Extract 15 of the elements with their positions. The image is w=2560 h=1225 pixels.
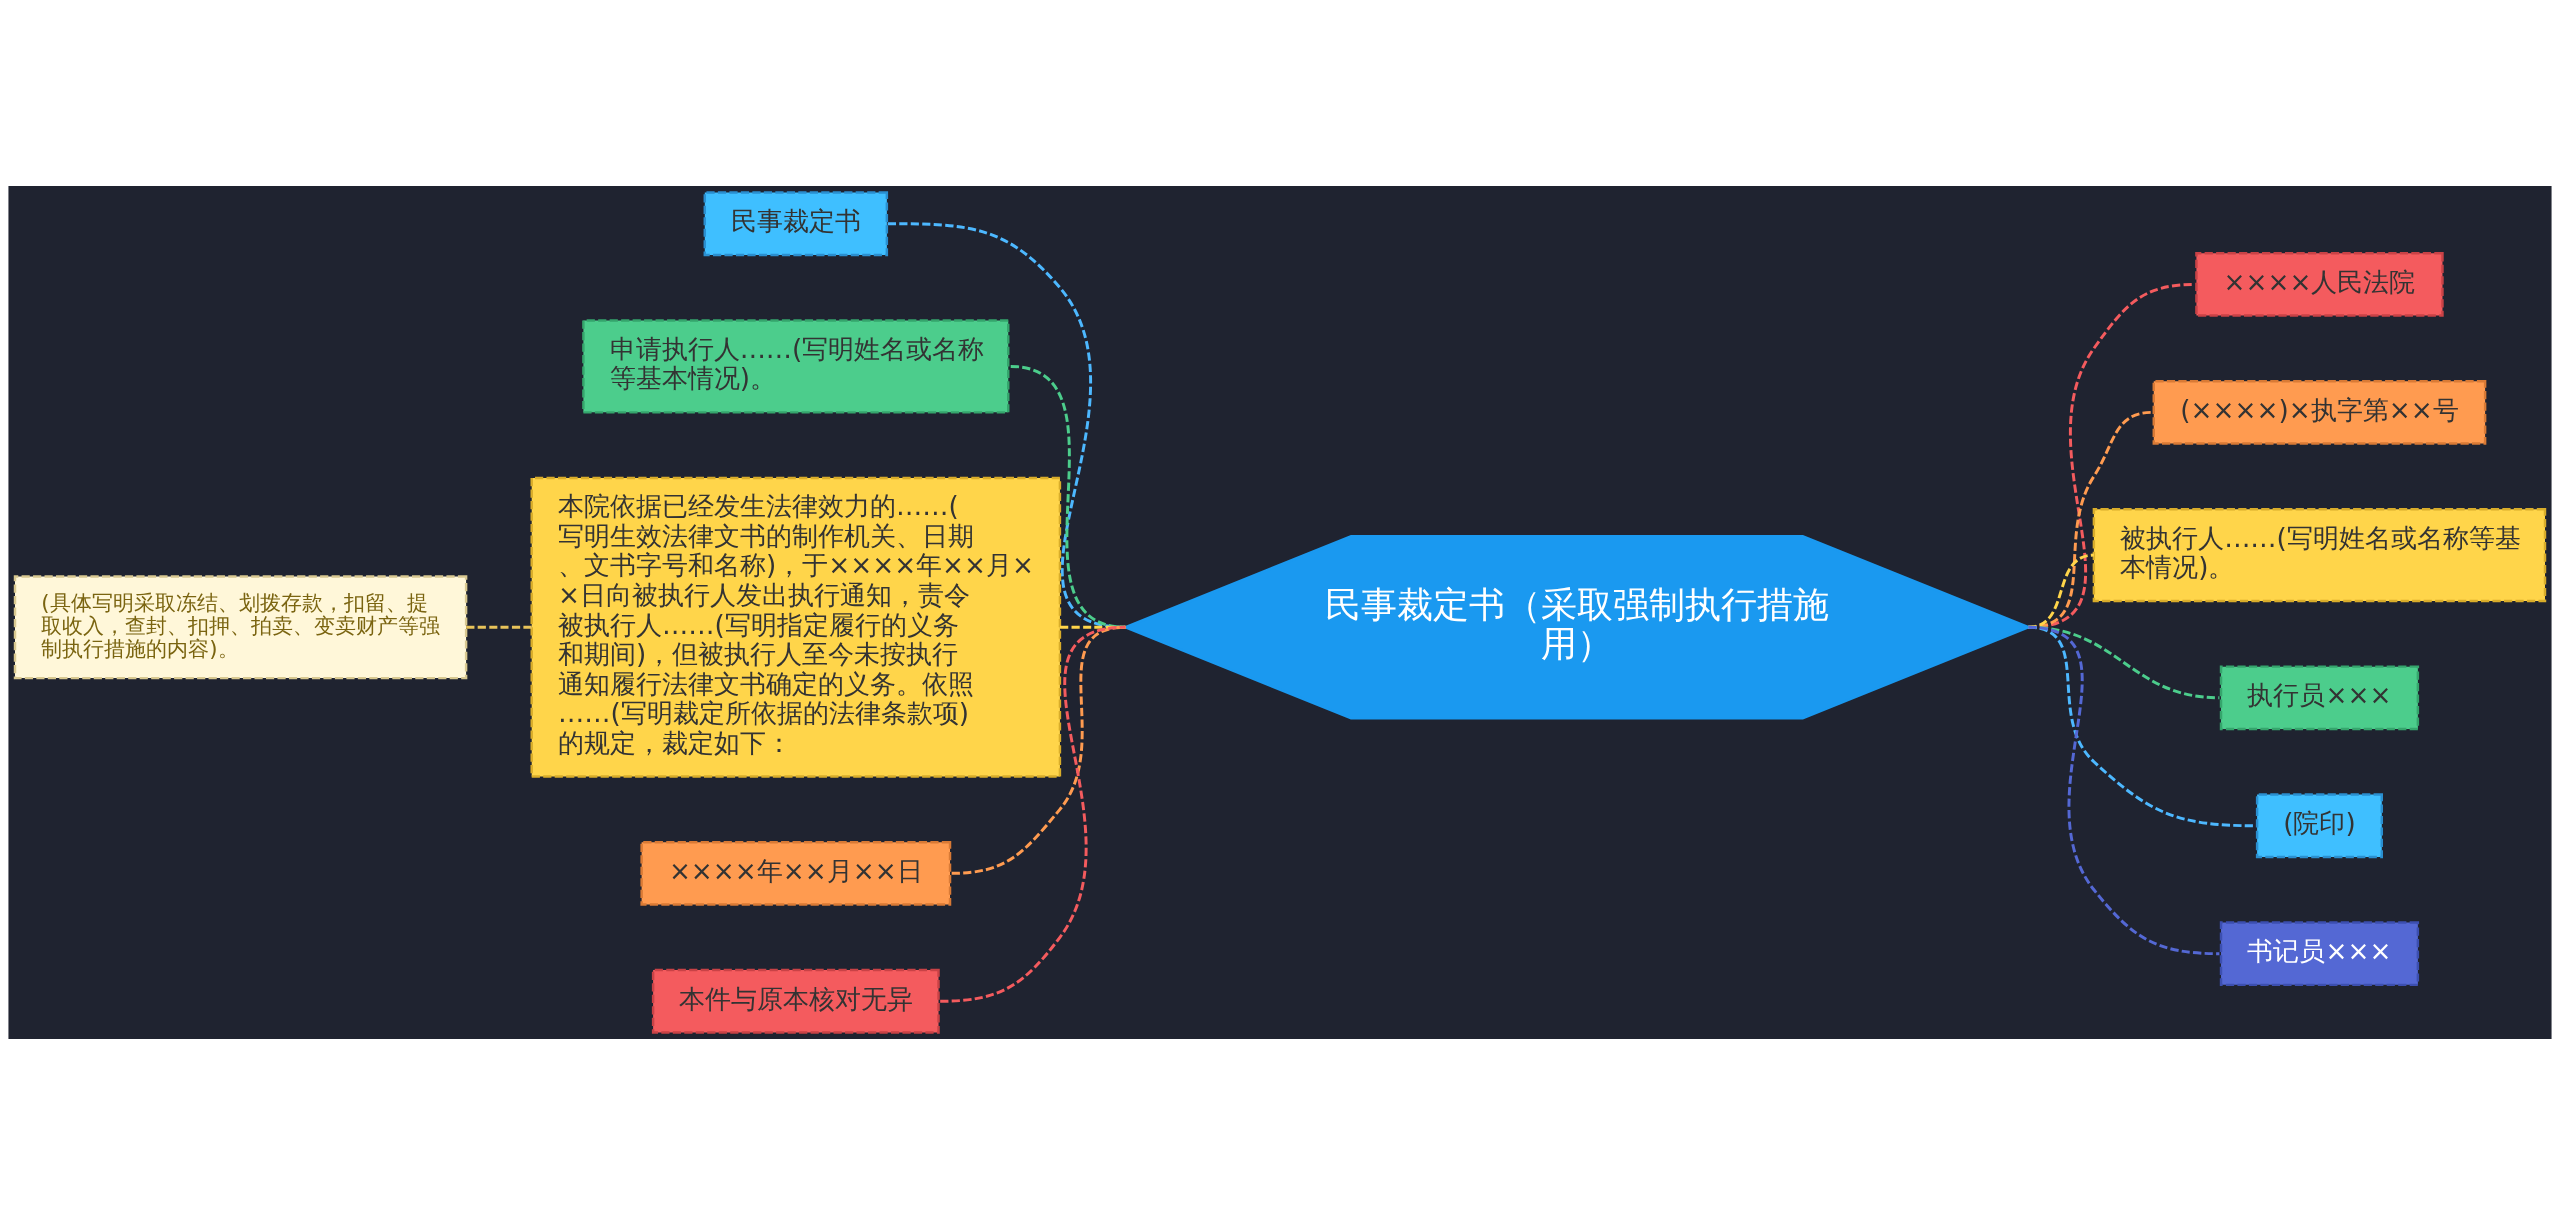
node-box: 执行员××× (2219, 665, 2420, 731)
connector (940, 625, 1126, 1003)
node-box: ××××年××月××日 (640, 840, 952, 906)
node-box: (院印) (2255, 793, 2383, 859)
connector (2028, 625, 2220, 956)
node-box: (具体写明采取冻结、划拨存款，扣留、提取收入，查封、扣押、拍卖、变卖财产等强制执行措施的内容)。 (13, 575, 468, 680)
node-box: 本院依据已经发生法律效力的……(写明生效法律文书的制作机关、日期、文书字号和名称)，于××××年××月××日向被执行人发出执行通知，责令被执行人……(写明指定履行的义务和期间)，但被执行人至今未按执行通知履行法律文书确定的义务。依照……(写明裁定所依据的法律条款项)的规定，裁定如下： (530, 476, 1062, 778)
node-box: 书记员××× (2219, 921, 2420, 987)
node-box: 被执行人……(写明姓名或名称等基本情况)。 (2092, 507, 2547, 603)
connector (466, 625, 532, 629)
node-box: ××××人民法院 (2195, 252, 2444, 317)
node-box: 本件与原本核对无异 (651, 968, 940, 1034)
node-box: (××××)×执字第××号 (2152, 379, 2487, 445)
node-box: 申请执行人……(写明姓名或名称等基本情况)。 (582, 319, 1010, 414)
node-box: 民事裁定书 (703, 191, 889, 257)
